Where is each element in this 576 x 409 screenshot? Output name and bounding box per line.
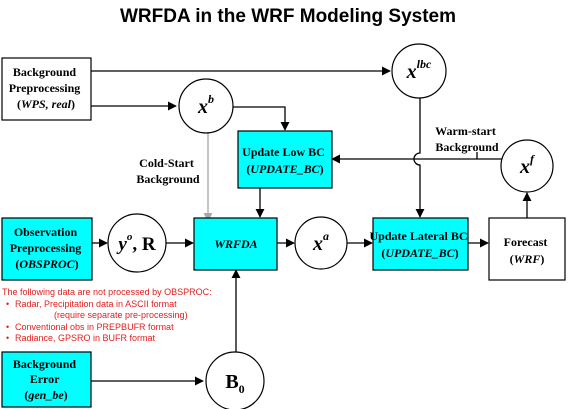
svg-text:Update Lateral BC (UPDATE_: Update Lateral BC (UPDATE_BC) bbox=[370, 229, 471, 260]
obsproc-note-heading: The following data are not processed by … bbox=[2, 287, 212, 297]
update-low-bc-line1: Update Low BC bbox=[242, 145, 325, 159]
svg-text:Forecast (WRF): Forecast (WRF) bbox=[504, 235, 551, 266]
obsproc-note-bullet-3: • bbox=[6, 333, 9, 343]
xlbc-circle bbox=[391, 43, 447, 99]
forecast-line1: Forecast bbox=[504, 235, 548, 249]
cold-start-line2: Background bbox=[136, 172, 199, 186]
edge-xlbc-to-update-lateral-bc bbox=[413, 96, 425, 218]
observation-preprocessing-box bbox=[1, 217, 93, 281]
obs-pre-line2: Preprocessing bbox=[10, 241, 82, 255]
obsproc-note-item-2: Conventional obs in PREPBUFR format bbox=[15, 322, 174, 332]
edge-xb-to-update-low-bc bbox=[232, 106, 290, 131]
xf-circle bbox=[500, 139, 554, 193]
forecast-box bbox=[488, 217, 566, 281]
bg-pre-line2: Preprocessing bbox=[9, 81, 81, 95]
update-low-bc-line2: (UPDATE_BC) bbox=[246, 162, 323, 176]
update-lateral-bc-box bbox=[372, 217, 469, 271]
update-low-bc-box bbox=[237, 130, 333, 189]
update-lateral-bc-line2: (UPDATE_BC) bbox=[381, 246, 458, 260]
bg-error-line1: Background bbox=[13, 357, 76, 371]
xlbc-label: xlbc bbox=[406, 57, 432, 83]
obsproc-note-item-1: Radar, Precipitation data in ASCII forma… bbox=[15, 299, 177, 309]
cold-start-line1: Cold-Start bbox=[139, 156, 194, 170]
background-preprocessing-box bbox=[1, 57, 92, 121]
wrfda-box bbox=[193, 217, 278, 271]
svg-text:Background Preprocessing: Background Preprocessing (WPS, real) bbox=[9, 65, 84, 111]
wrfda-label: WRFDA bbox=[214, 237, 257, 251]
obsproc-note: The following data are not processed by … bbox=[2, 287, 212, 343]
obsproc-note-item-1-sub: (require separate pre-processing) bbox=[54, 310, 188, 320]
yo-r-label: yo, R bbox=[116, 231, 155, 255]
xa-label: xa bbox=[312, 229, 329, 255]
obs-pre-line3: (OBSPROC) bbox=[15, 257, 78, 271]
bg-pre-line1: Background bbox=[13, 65, 76, 79]
obs-pre-line1: Observation bbox=[14, 225, 78, 239]
forecast-line2: (WRF) bbox=[510, 252, 545, 266]
obsproc-note-bullet-2: • bbox=[6, 322, 9, 332]
svg-text:Background Error (gen_: Background Error (gen_be) bbox=[13, 357, 79, 402]
xa-circle bbox=[294, 216, 348, 270]
xb-circle bbox=[178, 78, 234, 134]
xb-label: xb bbox=[197, 92, 214, 118]
svg-text:Warm-start Background: Warm-start Background bbox=[435, 124, 499, 154]
warm-start-line1: Warm-start bbox=[435, 124, 496, 138]
warm-start-line2: Background bbox=[435, 140, 498, 154]
b0-label: B0 bbox=[225, 371, 244, 396]
bg-pre-line3: (WPS, real) bbox=[17, 97, 75, 111]
background-error-box bbox=[1, 351, 92, 408]
b0-circle bbox=[205, 351, 265, 409]
bg-error-line2: Error bbox=[30, 372, 60, 386]
diagram-title: WRFDA in the WRF Modeling System bbox=[120, 6, 456, 27]
bg-error-line3: (gen_be) bbox=[24, 388, 67, 402]
xf-label: xf bbox=[519, 152, 535, 178]
svg-text:Observation Preprocessing: Observation Preprocessing (OBSPROC) bbox=[10, 225, 85, 271]
obsproc-note-item-3: Radiance, GPSRO in BUFR format bbox=[15, 333, 156, 343]
yo-r-circle bbox=[107, 213, 167, 273]
svg-text:Update Low BC (UPDATE_BC): Update Low BC (UPDATE_BC) bbox=[242, 145, 328, 176]
update-lateral-bc-line1: Update Lateral BC bbox=[370, 229, 468, 243]
obsproc-note-bullet-1: • bbox=[6, 299, 9, 309]
svg-text:Cold-Start Background: Cold-Start Background bbox=[136, 156, 199, 186]
